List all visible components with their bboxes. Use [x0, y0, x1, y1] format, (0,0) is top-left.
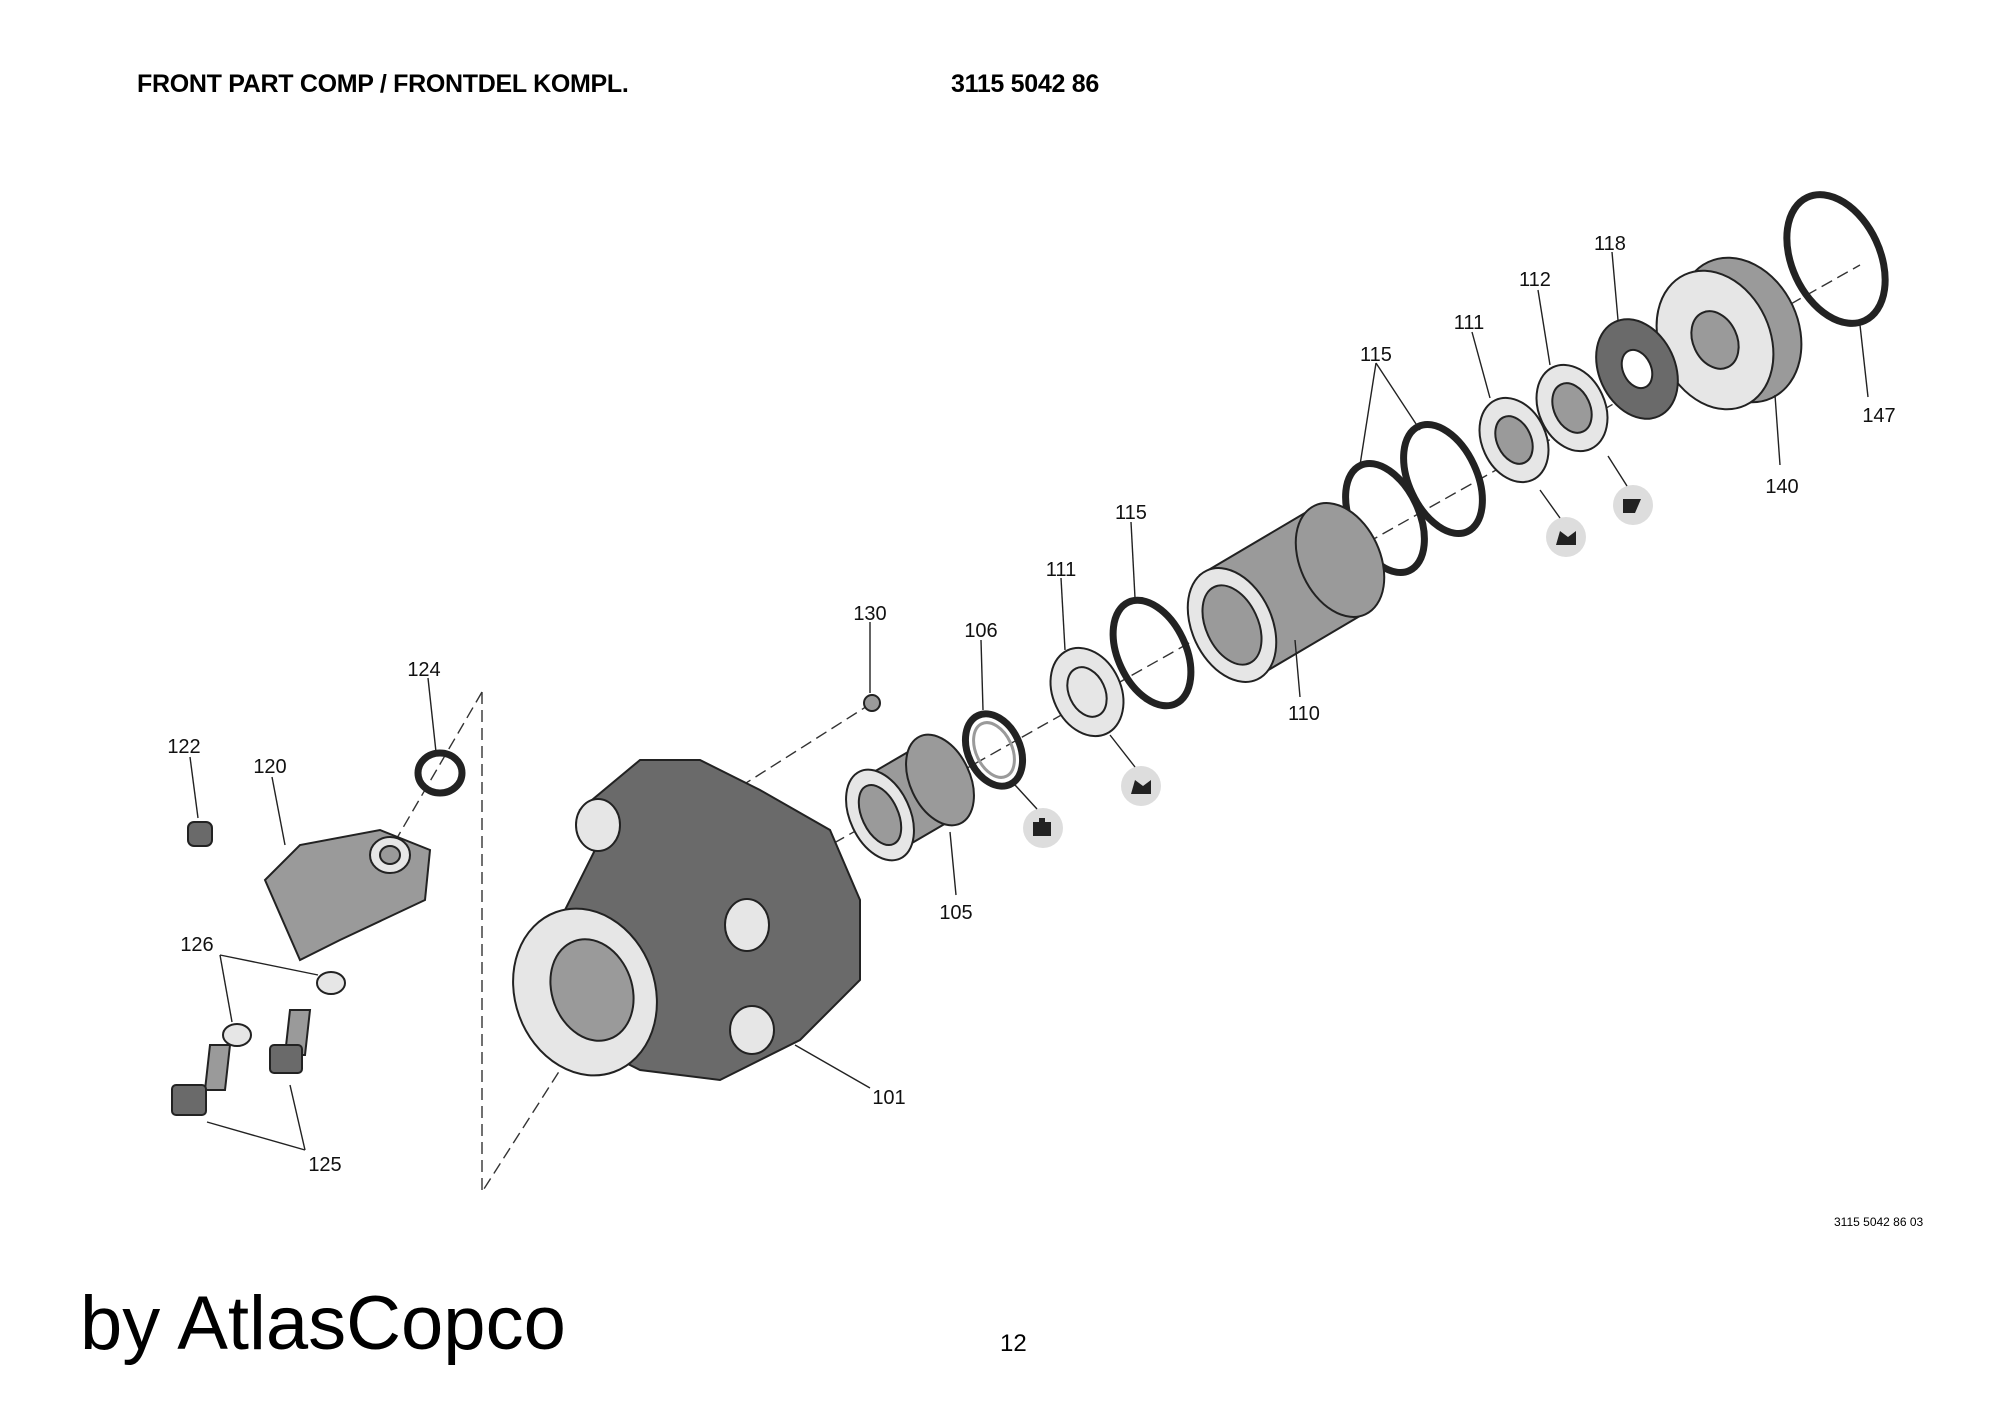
part-110-cylinder [1186, 502, 1386, 683]
callout-125: 125 [308, 1154, 341, 1176]
callout-120: 120 [253, 756, 286, 778]
guide-line [389, 691, 483, 851]
part-120-bracket [263, 828, 432, 962]
part-125-bolt [171, 1044, 232, 1116]
callout-115: 115 [1115, 502, 1147, 524]
seal-profile-icon [1607, 455, 1653, 525]
callout-147: 147 [1862, 405, 1895, 427]
axis-130 [734, 702, 873, 791]
drawing-code: 3115 5042 86 03 [1834, 1215, 1924, 1229]
callout-140: 140 [1765, 476, 1798, 498]
callout-111: 111 [1046, 559, 1076, 581]
part-111-seal-upper [1478, 396, 1550, 484]
part-118-washer [1595, 318, 1679, 420]
part-125-bolt [269, 1009, 312, 1074]
callout-124: 124 [407, 659, 440, 681]
part-124-oring [414, 749, 466, 797]
part-130-plug [863, 694, 881, 712]
callout-105: 105 [939, 902, 972, 924]
part-112-seal [1535, 363, 1609, 453]
mounting-guide-lines [481, 692, 561, 1195]
part-147-ring [1783, 191, 1889, 327]
page-title: FRONT PART COMP / FRONTDEL KOMPL. [137, 70, 629, 98]
callout-130: 130 [853, 603, 886, 625]
callout-110: 110 [1288, 703, 1320, 725]
brand-footer: by AtlasCopco [80, 1281, 566, 1366]
page-number: 12 [1000, 1330, 1027, 1357]
part-111-seal-lower [1049, 646, 1125, 738]
seal-profile-icon [1014, 784, 1063, 848]
part-105-bushing [845, 733, 975, 862]
part-101-front-housing [512, 759, 861, 1082]
callout-106: 106 [964, 620, 997, 642]
seal-profile-icon [1109, 734, 1161, 806]
part-122-screw [187, 821, 213, 847]
callout-115: 115 [1360, 344, 1392, 366]
part-126-washer [222, 1023, 252, 1047]
callout-122: 122 [167, 736, 200, 758]
callout-101: 101 [872, 1087, 905, 1109]
leader-lines [189, 251, 1869, 1151]
part-115-ring-lower [1109, 596, 1195, 710]
part-140-piston [1655, 256, 1803, 411]
callout-126: 126 [180, 934, 213, 956]
callout-111: 111 [1454, 312, 1484, 334]
part-126-washer [316, 971, 346, 995]
callout-112: 112 [1519, 269, 1551, 291]
seal-profile-icon [1539, 489, 1586, 557]
part-106-seal [961, 710, 1027, 790]
part-number: 3115 5042 86 [951, 70, 1099, 98]
callout-118: 118 [1594, 233, 1626, 255]
